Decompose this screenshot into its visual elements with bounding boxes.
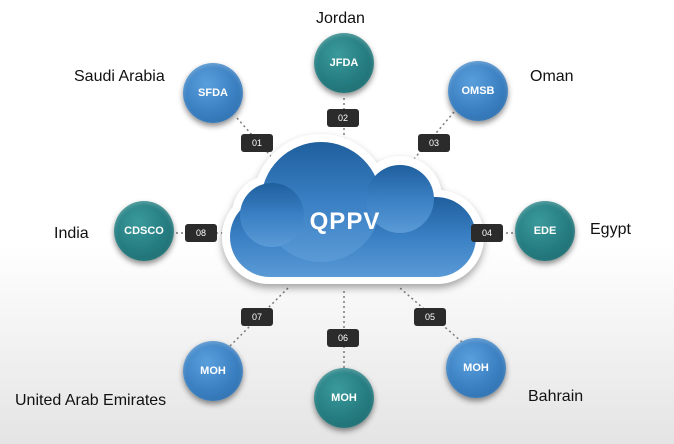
node-omsb[interactable]: OMSB	[448, 61, 508, 121]
badge-08: 08	[185, 224, 217, 242]
country-saudi-arabia: Saudi Arabia	[74, 68, 165, 85]
node-moh-center[interactable]: MOH	[314, 368, 374, 428]
country-india: India	[54, 225, 89, 242]
node-cdsco[interactable]: CDSCO	[114, 201, 174, 261]
badge-01: 01	[241, 134, 273, 152]
connector-07	[229, 285, 291, 347]
badge-06: 06	[327, 329, 359, 347]
badge-07: 07	[241, 308, 273, 326]
center-label-qppv: QPPV	[309, 208, 381, 235]
country-oman: Oman	[530, 68, 574, 85]
country-bahrain: Bahrain	[528, 388, 584, 405]
country-jordan: Jordan	[316, 10, 365, 27]
badge-02: 02	[327, 109, 359, 127]
badge-03: 03	[418, 134, 450, 152]
node-moh-uae[interactable]: MOH	[183, 341, 243, 401]
badge-05: 05	[414, 308, 446, 326]
node-sfda[interactable]: SFDA	[183, 63, 243, 123]
cloud-fill	[230, 142, 476, 277]
node-ede[interactable]: EDE	[515, 201, 575, 261]
country-united-arab-emirates: United Arab Emirates	[15, 392, 167, 409]
node-moh-bahrain[interactable]: MOH	[446, 338, 506, 398]
badge-04: 04	[471, 224, 503, 242]
node-jfda[interactable]: JFDA	[314, 33, 374, 93]
country-egypt: Egypt	[590, 221, 631, 238]
